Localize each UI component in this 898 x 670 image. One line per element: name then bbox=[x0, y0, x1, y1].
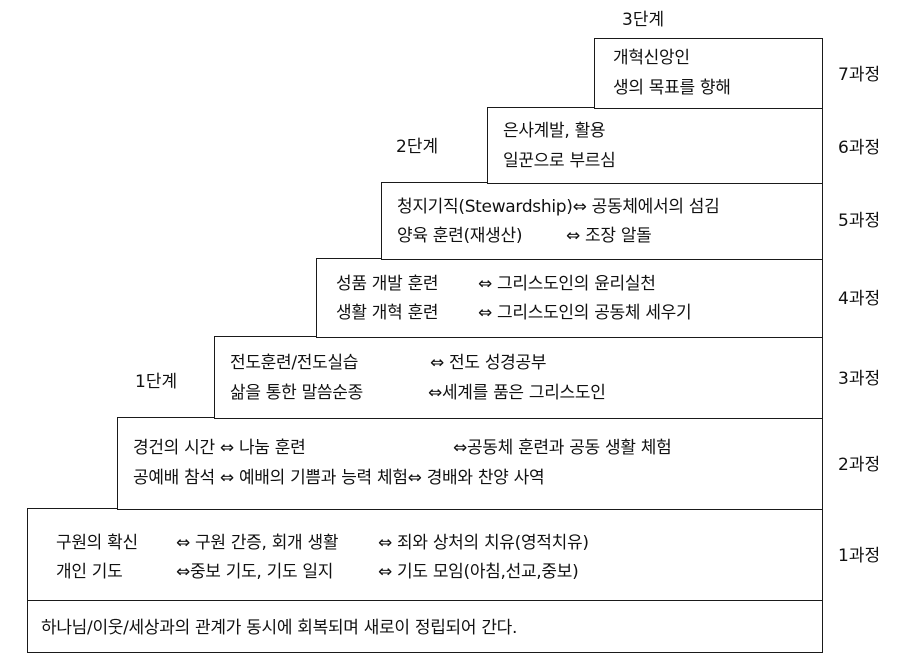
course-box-7 bbox=[594, 38, 823, 109]
course-label-4: 4과정 bbox=[838, 289, 881, 309]
course-3-line-2b: ⇔세계를 품은 그리스도인 bbox=[428, 383, 606, 403]
course-5-line-1: 청지기직(Stewardship)⇔ 공동체에서의 섬김 bbox=[397, 197, 720, 217]
course-6-line-2: 일꾼으로 부르심 bbox=[503, 151, 616, 171]
course-1-line-1a: 구원의 확신 bbox=[56, 533, 138, 553]
course-2-line-1a: 경건의 시간 ⇔ 나눔 훈련 bbox=[133, 438, 306, 458]
course-1-line-1b: ⇔ 구원 간증, 회개 생활 bbox=[176, 533, 339, 553]
course-4-line-1b: ⇔ 그리스도인의 윤리실천 bbox=[478, 274, 656, 294]
course-5-line-2b: ⇔ 조장 알돌 bbox=[566, 226, 652, 246]
course-box-3 bbox=[214, 336, 823, 419]
course-2-line-2: 공예배 참석 ⇔ 예배의 기쁨과 능력 체험⇔ 경배와 찬양 사역 bbox=[133, 468, 545, 488]
course-box-5 bbox=[381, 182, 823, 260]
course-3-line-1b: ⇔ 전도 성경공부 bbox=[430, 353, 547, 373]
course-label-3: 3과정 bbox=[838, 369, 881, 389]
course-1-line-1c: ⇔ 죄와 상처의 치유(영적치유) bbox=[378, 533, 589, 553]
course-label-2: 2과정 bbox=[838, 455, 881, 475]
course-label-5: 5과정 bbox=[838, 211, 881, 231]
course-3-line-2a: 삶을 통한 말씀순종 bbox=[230, 383, 363, 403]
course-box-1 bbox=[27, 508, 823, 653]
course-6-line-1: 은사계발, 활용 bbox=[503, 121, 606, 141]
course-7-line-1: 개혁신앙인 bbox=[613, 48, 690, 68]
course-label-1: 1과정 bbox=[838, 546, 881, 566]
course-2-line-1b: ⇔공동체 훈련과 공동 생활 체험 bbox=[453, 438, 672, 458]
course-1-line-2c: ⇔ 기도 모임(아침,선교,중보) bbox=[378, 562, 579, 582]
course-3-line-1a: 전도훈련/전도실습 bbox=[230, 353, 359, 373]
course-1-line-2b: ⇔중보 기도, 기도 일지 bbox=[176, 562, 334, 582]
course-5-line-2a: 양육 훈련(재생산) bbox=[397, 226, 523, 246]
course-7-line-2: 생의 목표를 향해 bbox=[613, 78, 731, 98]
course-label-7: 7과정 bbox=[838, 65, 881, 85]
course-label-6: 6과정 bbox=[838, 138, 881, 158]
course-box-4 bbox=[316, 258, 823, 338]
course-4-line-1a: 성품 개발 훈련 bbox=[336, 274, 439, 294]
stage-label-1: 1단계 bbox=[135, 372, 178, 392]
stage-label-3: 3단계 bbox=[622, 10, 665, 30]
course-box-2 bbox=[117, 417, 823, 510]
stage-label-2: 2단계 bbox=[396, 137, 439, 157]
footer-divider bbox=[27, 600, 823, 601]
course-4-line-2a: 생활 개혁 훈련 bbox=[336, 303, 439, 323]
course-1-line-2a: 개인 기도 bbox=[56, 562, 123, 582]
course-box-6 bbox=[487, 107, 823, 184]
course-4-line-2b: ⇔ 그리스도인의 공동체 세우기 bbox=[478, 303, 692, 323]
footer-text: 하나님/이웃/세상과의 관계가 동시에 회복되며 새로이 정립되어 간다. bbox=[41, 618, 518, 638]
